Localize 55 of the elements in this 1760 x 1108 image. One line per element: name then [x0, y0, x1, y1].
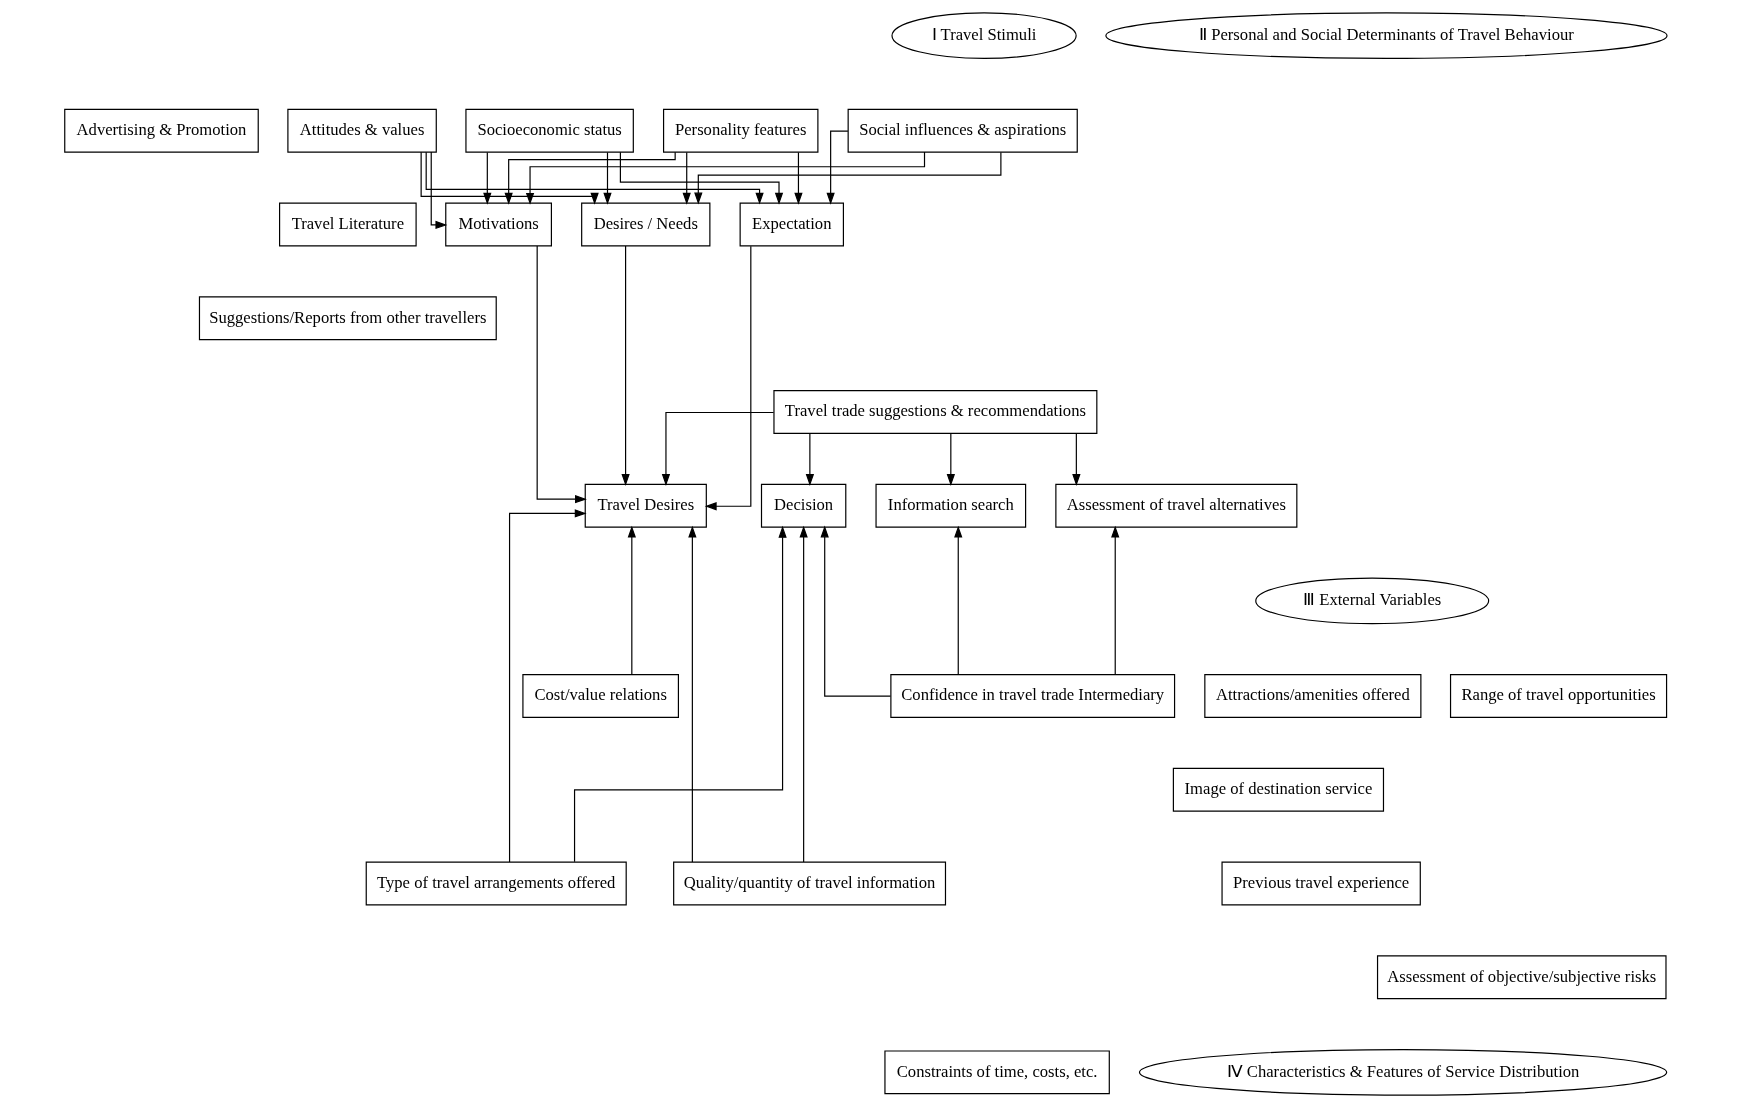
node-box: Personality features — [662, 108, 818, 153]
arrow — [482, 151, 491, 205]
node-ellipse: Ⅲ External Variables — [1254, 577, 1489, 625]
arrow — [573, 525, 787, 863]
node-box: Attractions/amenities offered — [1203, 674, 1421, 718]
node-box: Quality/quantity of travel information — [672, 861, 946, 906]
arrow — [799, 525, 808, 863]
arrow — [602, 151, 612, 205]
arrow — [793, 151, 803, 205]
arrow — [826, 130, 848, 205]
arrow — [682, 151, 691, 205]
node-box: Travel trade suggestions & recommendations — [772, 390, 1097, 434]
node-box: Travel Desires — [584, 483, 707, 528]
node-box: Expectation — [739, 202, 844, 247]
arrow — [1071, 433, 1080, 486]
arrow — [661, 411, 774, 486]
node-box: Assessment of travel alternatives — [1054, 483, 1297, 528]
node-box: Image of destination service — [1172, 767, 1384, 812]
node-box: Desires / Needs — [580, 202, 710, 247]
arrow — [536, 245, 587, 504]
node-ellipse: Ⅱ Personal and Social Determinants of Travel Behaviour — [1104, 12, 1668, 60]
arrow — [946, 433, 955, 486]
arrow — [525, 151, 925, 205]
arrow — [953, 525, 962, 676]
arrow — [704, 245, 751, 511]
arrow — [1110, 525, 1119, 676]
node-box: Decision — [760, 483, 846, 528]
node-box: Suggestions/Reports from other travellers — [198, 296, 497, 341]
node-box: Range of travel opportunities — [1449, 674, 1667, 718]
node-box: Constraints of time, costs, etc. — [883, 1050, 1110, 1095]
arrow — [508, 509, 587, 863]
node-box: Cost/value relations — [521, 674, 679, 718]
node-box: Confidence in travel trade Intermediary — [889, 674, 1175, 718]
arrow — [820, 525, 891, 697]
node-ellipse: Ⅰ Travel Stimuli — [890, 12, 1077, 60]
node-box: Travel Literature — [278, 202, 417, 247]
arrow — [425, 151, 764, 205]
arrow — [420, 151, 599, 205]
arrow — [619, 151, 783, 205]
node-ellipse: Ⅳ Characteristics & Features of Service Distribution — [1138, 1048, 1667, 1096]
node-box: Information search — [874, 483, 1026, 528]
arrow — [627, 525, 636, 676]
node-box: Social influences & aspirations — [847, 108, 1078, 153]
node-box: Assessment of objective/subjective risks — [1376, 955, 1667, 1000]
arrow — [687, 525, 697, 863]
arrow — [504, 151, 676, 205]
arrow — [805, 433, 814, 486]
node-box: Attitudes & values — [286, 108, 437, 153]
arrow — [620, 245, 630, 486]
node-box: Type of travel arrangements offered — [365, 861, 627, 906]
node-box: Motivations — [444, 202, 552, 247]
node-box: Socioeconomic status — [464, 108, 634, 153]
arrow — [430, 151, 447, 230]
node-box: Previous travel experience — [1220, 861, 1421, 906]
node-box: Advertising & Promotion — [63, 108, 259, 153]
